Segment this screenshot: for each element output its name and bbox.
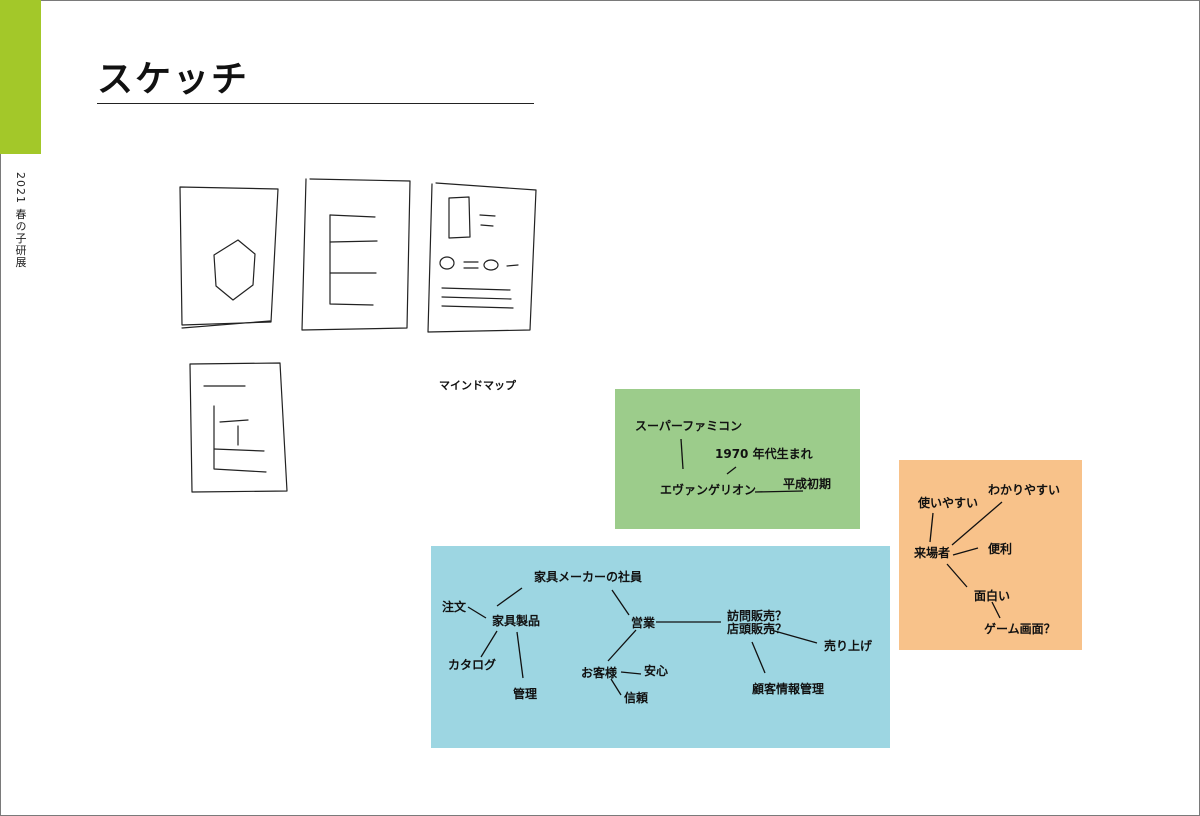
mindmap-green-lines bbox=[680, 438, 804, 493]
mm-word-easy-to-use: 使いやすい bbox=[918, 496, 979, 510]
side-label: 2021 春の子研展 bbox=[14, 172, 27, 269]
mm-word-fun: 面白い bbox=[974, 589, 1011, 603]
mm-word-visitors: 来場者 bbox=[914, 546, 951, 560]
mm-word-revenue: 売り上げ bbox=[824, 639, 873, 653]
mm-word-furniture-products: 家具製品 bbox=[492, 614, 541, 628]
page-title: スケッチ bbox=[97, 59, 250, 100]
sketch-caption: マインドマップ bbox=[439, 379, 516, 392]
mindmap-green: スーパーファミコン 1970 年代生まれ エヴァンゲリオン 平成初期 bbox=[615, 389, 860, 529]
wireframe-sketches bbox=[179, 178, 537, 493]
mm-word-order: 注文 bbox=[442, 600, 467, 614]
title-underline bbox=[97, 103, 534, 104]
mindmap-orange-lines bbox=[929, 501, 1003, 619]
mm-word-reassurance: 安心 bbox=[644, 664, 669, 678]
mm-word-in-store: 店頭販売？ bbox=[727, 622, 788, 636]
mm-word-trust: 信頼 bbox=[624, 691, 649, 705]
mm-word-easy-to-understand: わかりやすい bbox=[988, 483, 1061, 497]
mm-word-game-screen: ゲーム画面？ bbox=[984, 622, 1056, 636]
mindmap-blue-lines bbox=[467, 587, 818, 696]
mm-word-super-famicom: スーパーファミコン bbox=[635, 419, 743, 433]
mm-word-furniture-employee: 家具メーカーの社員 bbox=[534, 570, 643, 584]
mm-word-catalog: カタログ bbox=[448, 658, 497, 672]
mm-word-early-heisei: 平成初期 bbox=[783, 477, 832, 491]
mm-word-sales: 営業 bbox=[631, 616, 656, 630]
sketch-card-1 bbox=[179, 186, 279, 329]
mindmap-blue: 家具メーカーの社員 注文 家具製品 営業 訪問販売？ 店頭販売？ 売り上げ カタ… bbox=[431, 546, 890, 748]
mm-word-customer-data: 顧客情報管理 bbox=[752, 682, 825, 696]
mm-word-evangelion: エヴァンゲリオン bbox=[660, 483, 757, 497]
mm-word-convenient: 便利 bbox=[988, 542, 1013, 556]
sketch-card-4 bbox=[189, 362, 288, 493]
mindmap-orange: 使いやすい わかりやすい 来場者 便利 面白い ゲーム画面？ bbox=[899, 460, 1082, 650]
sketch-card-2 bbox=[301, 178, 411, 331]
mm-word-door-to-door: 訪問販売？ bbox=[727, 609, 788, 623]
accent-bar bbox=[0, 0, 41, 154]
sketch-card-3 bbox=[427, 182, 537, 333]
mm-word-management: 管理 bbox=[513, 687, 538, 701]
mm-word-born-1970s: 1970 年代生まれ bbox=[715, 447, 813, 461]
mm-word-customers: お客様 bbox=[581, 666, 618, 680]
